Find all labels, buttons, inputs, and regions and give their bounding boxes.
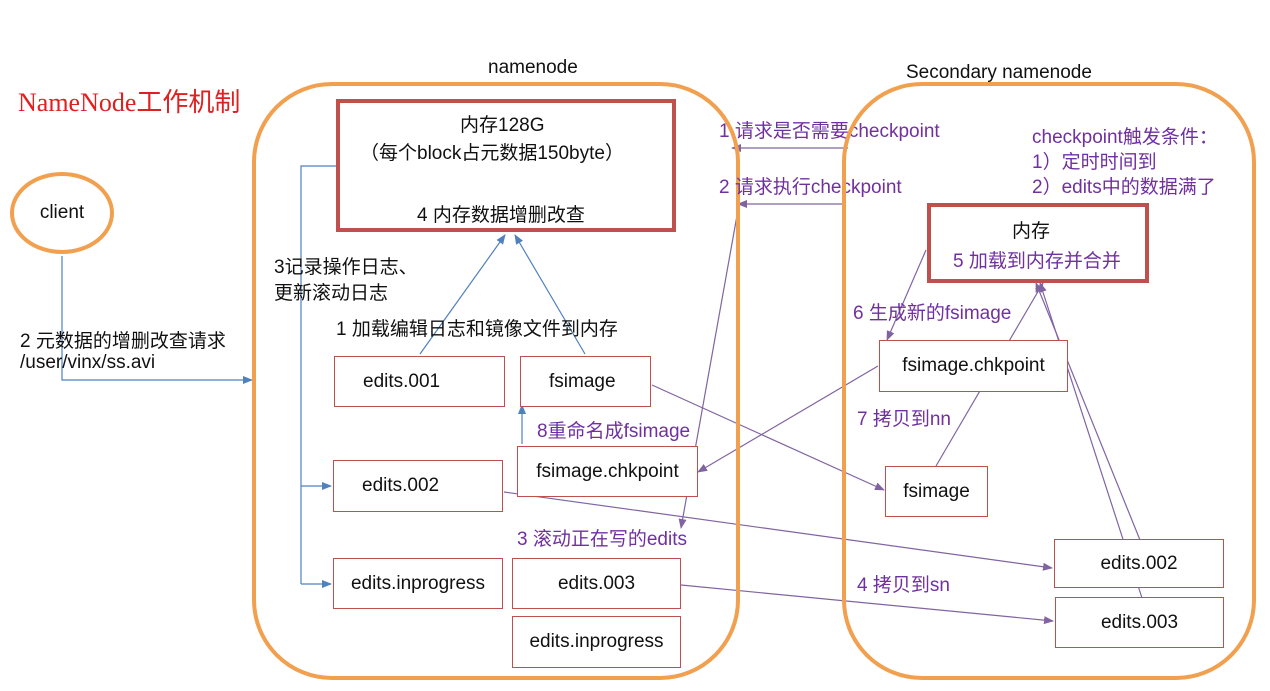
nn-edits002-label: edits.002 xyxy=(362,475,440,496)
trigger-title: checkpoint触发条件： xyxy=(1032,127,1218,148)
memory-size-label: 内存128G xyxy=(460,115,545,136)
log-label-1: 3记录操作日志、 xyxy=(274,257,418,278)
copy-to-sn-label: 4 拷贝到sn xyxy=(857,575,950,596)
client-request-arrow xyxy=(61,256,253,384)
sn-edits002-label: edits.002 xyxy=(1100,552,1178,574)
sn-edits003-label: edits.003 xyxy=(1100,611,1179,633)
nn-edits-inprogress-box: edits.inprogress xyxy=(333,558,503,609)
generate-fsimage-label: 6 生成新的fsimage xyxy=(853,303,1012,324)
copy-to-nn-label: 7 拷贝到nn xyxy=(857,409,951,430)
nn-edits003-box: edits.003 xyxy=(512,558,681,609)
nn-new-edits-inprogress-box: edits.inprogress xyxy=(512,616,681,668)
nn-fsimage-label: fsimage xyxy=(549,370,616,392)
nn-fsimage-chkpoint-box: fsimage.chkpoint xyxy=(517,446,698,497)
secondary-memory-box xyxy=(927,203,1149,283)
client-node: client xyxy=(10,172,114,254)
namenode-memory-box xyxy=(336,99,676,232)
sn-fsimage-label: fsimage xyxy=(903,480,970,502)
nn-edits003-label: edits.003 xyxy=(557,572,636,594)
sn-fsimage-box: fsimage xyxy=(885,466,988,517)
trigger-condition-1: 1）定时时间到 xyxy=(1032,152,1157,173)
nn-edits001-label: edits.001 xyxy=(363,370,441,392)
edits002-copy-sn-arrow xyxy=(503,491,1053,571)
fsimage-to-memory-arrow xyxy=(514,234,586,355)
generate-fsimage-arrow xyxy=(886,249,927,341)
nn-edits002-box: edits.002 xyxy=(333,460,503,512)
secondary-namenode-title: Secondary namenode xyxy=(906,62,1092,83)
sn-edits002-box: edits.002 xyxy=(1054,539,1224,588)
nn-edits-inprogress-label: edits.inprogress xyxy=(350,572,486,594)
nn-new-edits-inprogress-label: edits.inprogress xyxy=(529,631,664,652)
load-label: 1 加载编辑日志和镜像文件到内存 xyxy=(336,319,618,340)
client-request-label-2: /user/vinx/ss.avi xyxy=(20,352,156,373)
client-request-label-1: 2 元数据的增删改查请求 xyxy=(20,331,226,352)
rename-label: 8重命名成fsimage xyxy=(537,421,691,442)
nn-edits001-box: edits.001 xyxy=(334,356,505,407)
edits001-to-memory-arrow xyxy=(419,234,506,355)
sn-fsimage-chkpoint-box: fsimage.chkpoint xyxy=(879,340,1068,392)
memory-block-note: （每个block占元数据150byte） xyxy=(360,143,624,164)
memory-crud-label: 4 内存数据增删改查 xyxy=(417,205,585,226)
namenode-title: namenode xyxy=(488,57,578,78)
copy-to-nn-arrow xyxy=(697,365,879,473)
diagram-title: NameNode工作机制 xyxy=(18,88,241,117)
secondary-memory-label: 内存 xyxy=(1012,221,1051,242)
log-bracket-line xyxy=(300,165,336,584)
merge-label: 5 加载到内存并合并 xyxy=(953,251,1121,272)
roll-label: 3 滚动正在写的edits xyxy=(517,529,687,550)
sn-fsimage-chkpoint-label: fsimage.chkpoint xyxy=(902,355,1045,376)
nn-fsimage-chkpoint-label: fsimage.chkpoint xyxy=(536,460,679,482)
sn-edits003-box: edits.003 xyxy=(1055,597,1224,648)
log-label-2: 更新滚动日志 xyxy=(274,283,389,304)
secondary-namenode-container xyxy=(842,82,1256,680)
trigger-condition-2: 2）edits中的数据满了 xyxy=(1032,177,1216,198)
client-label: client xyxy=(39,202,85,223)
exec-checkpoint-label: 2 请求执行checkpoint xyxy=(719,177,902,198)
nn-fsimage-box: fsimage xyxy=(520,356,651,407)
namenode-container xyxy=(252,82,740,680)
